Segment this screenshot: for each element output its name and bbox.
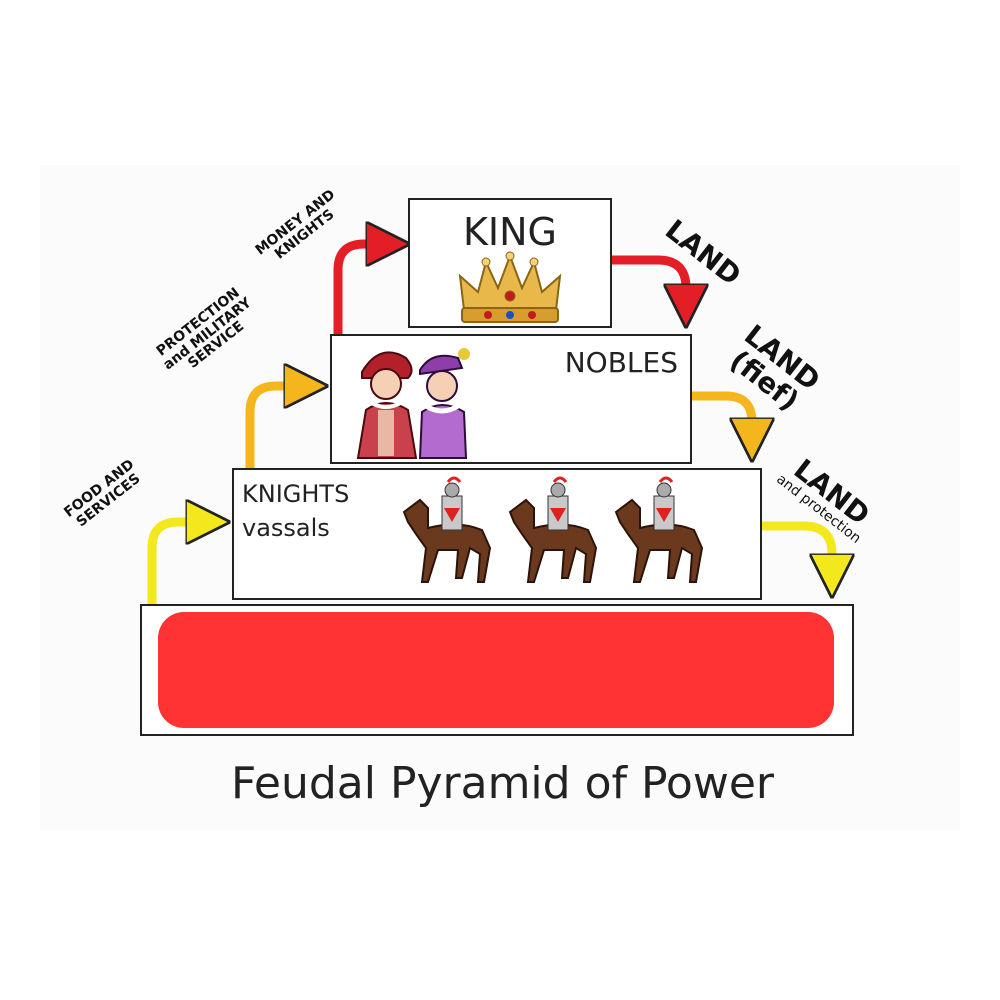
arrow-money-up	[333, 244, 388, 336]
king-label: KING	[463, 210, 557, 254]
knights-label: KNIGHTS	[242, 480, 350, 508]
royal-couple-icon	[356, 348, 470, 459]
diagram-title: Feudal Pyramid of Power	[230, 758, 775, 809]
arrow-land-king-down	[612, 255, 686, 306]
redaction-block	[158, 612, 834, 728]
knight-on-horse-icon	[508, 476, 598, 583]
vassals-label: vassals	[242, 514, 330, 542]
nobles-box: NOBLES	[330, 334, 692, 464]
noble-figure	[418, 348, 470, 459]
queen-figure	[356, 351, 418, 459]
arrow-land-fief-down	[692, 391, 752, 440]
knight-on-horse-icon	[402, 476, 492, 583]
nobles-label: NOBLES	[564, 346, 678, 379]
arrow-food-up	[147, 522, 208, 606]
crown-icon	[458, 251, 562, 323]
arrow-protection-up	[245, 386, 306, 470]
arrow-land-protection-down	[762, 521, 832, 576]
peasants-box	[140, 604, 854, 736]
knights-box: KNIGHTS vassals	[232, 468, 762, 600]
knight-on-horse-icon	[614, 476, 704, 583]
knights-icon-row	[402, 476, 704, 583]
king-box: KING	[408, 198, 612, 328]
